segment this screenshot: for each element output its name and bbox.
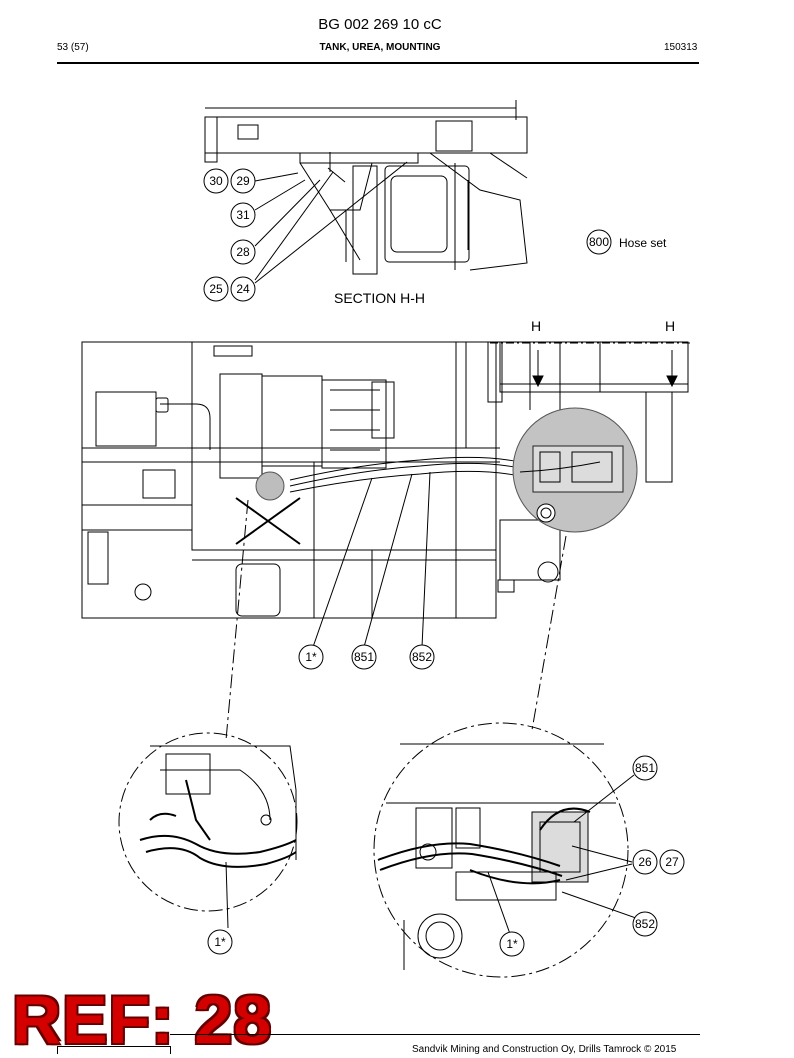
callout-800 — [586, 229, 612, 255]
callout-30 — [203, 168, 229, 194]
callout-1-detail-left-label: 1* — [214, 935, 226, 949]
detail-right — [373, 722, 637, 978]
callout-1-main — [298, 644, 324, 670]
callout-852-detail — [632, 911, 658, 937]
callout-24 — [230, 276, 256, 302]
section-marker-left: H — [531, 318, 541, 334]
main-plan-view — [81, 341, 690, 619]
projection-lines — [225, 499, 567, 741]
page-number: 53 (57) — [57, 42, 89, 53]
footer-rule — [170, 1034, 700, 1035]
ref-stamp: REF: 28 — [12, 982, 273, 1058]
callout-27-label: 27 — [665, 855, 679, 869]
callout-28 — [230, 239, 256, 265]
callout-851-detail — [632, 755, 658, 781]
callout-labels: 30 29 31 28 25 24 800 1* 851 852 1* 1* 8… — [209, 174, 679, 951]
callout-25-label: 25 — [209, 282, 223, 296]
detail-left — [118, 732, 298, 929]
callout-852-main — [409, 644, 435, 670]
legend-code: 800 — [589, 235, 609, 249]
callout-bubbles — [203, 168, 685, 957]
main-leaders — [312, 471, 431, 648]
sandvik-logo — [57, 1046, 171, 1054]
callout-1-detail-right — [499, 931, 525, 957]
callout-1-detail-right-label: 1* — [506, 937, 518, 951]
section-marker-right: H — [665, 318, 675, 334]
section-view — [204, 100, 528, 275]
section-label: SECTION H-H — [334, 290, 425, 306]
callout-851-main-label: 851 — [354, 650, 374, 664]
callout-26 — [632, 849, 658, 875]
document-title: TANK, UREA, MOUNTING — [319, 42, 441, 53]
document-date: 150313 — [664, 42, 698, 53]
callout-25 — [203, 276, 229, 302]
header-rule — [57, 62, 699, 64]
callout-851-detail-label: 851 — [635, 761, 655, 775]
footer-copyright: Sandvik Mining and Construction Oy, Dril… — [412, 1044, 677, 1055]
callout-26-label: 26 — [638, 855, 652, 869]
callout-27 — [659, 849, 685, 875]
callout-24-label: 24 — [236, 282, 250, 296]
callout-31 — [230, 202, 256, 228]
section-leaders — [254, 161, 408, 284]
callout-851-main — [351, 644, 377, 670]
callout-28-label: 28 — [236, 245, 250, 259]
callout-29 — [230, 168, 256, 194]
callout-1-main-label: 1* — [305, 650, 317, 664]
callout-852-detail-label: 852 — [635, 917, 655, 931]
callout-1-detail-left — [207, 929, 233, 955]
document-number: BG 002 269 10 cC — [318, 16, 442, 33]
callout-29-label: 29 — [236, 174, 250, 188]
callout-30-label: 30 — [209, 174, 223, 188]
legend-text: Hose set — [619, 236, 667, 250]
callout-31-label: 31 — [236, 208, 250, 222]
callout-852-main-label: 852 — [412, 650, 432, 664]
